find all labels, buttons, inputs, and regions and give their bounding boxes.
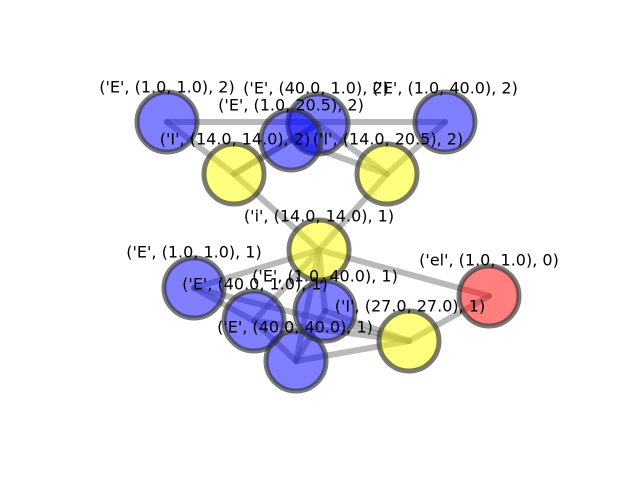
node-i_14_14_1	[286, 217, 352, 283]
node-E_1_1_2	[134, 89, 200, 155]
node-E_1_20_2	[258, 107, 324, 173]
node-I_14_14_2	[201, 141, 267, 207]
node-E_1_40_2	[412, 89, 478, 155]
nodes-layer	[134, 89, 522, 394]
node-label-E_40_40_1: ('E', (40.0, 40.0), 1)	[217, 318, 373, 337]
node-E_40_1_1	[221, 288, 287, 354]
node-E_1_1_1	[161, 255, 227, 321]
node-label-I_27_27_1: ('I', (27.0, 27.0), 1)	[335, 297, 485, 316]
node-label-E_1_40_2: ('E', (1.0, 40.0), 2)	[372, 79, 518, 98]
node-label-E_40_1_1: ('E', (40.0, 1.0), 1)	[182, 275, 328, 294]
node-I_27_27_1	[376, 308, 442, 374]
node-label-el_0: ('el', (1.0, 1.0), 0)	[419, 251, 559, 270]
node-el_0	[456, 263, 522, 329]
node-label-E_1_1_1: ('E', (1.0, 1.0), 1)	[126, 243, 261, 262]
node-label-I_14_14_2: ('I', (14.0, 14.0), 2)	[160, 130, 310, 149]
labels-layer: ('el', (1.0, 1.0), 0) ('I', (27.0, 27.0),…	[99, 78, 559, 337]
node-label-E_1_1_2: ('E', (1.0, 1.0), 2)	[99, 78, 234, 97]
node-label-E_1_40_1: ('E', (1.0, 40.0), 1)	[252, 267, 398, 286]
node-I_14_20_2	[354, 141, 420, 207]
node-label-E_1_20_2: ('E', (1.0, 20.5), 2)	[218, 96, 364, 115]
node-label-I_14_20_2: ('I', (14.0, 20.5), 2)	[313, 130, 463, 149]
node-label-E_40_1_2: ('E', (40.0, 1.0), 2)	[243, 79, 389, 98]
node-E_40_40_1	[263, 328, 329, 394]
node-label-i_14_14_1: ('i', (14.0, 14.0), 1)	[244, 207, 394, 226]
